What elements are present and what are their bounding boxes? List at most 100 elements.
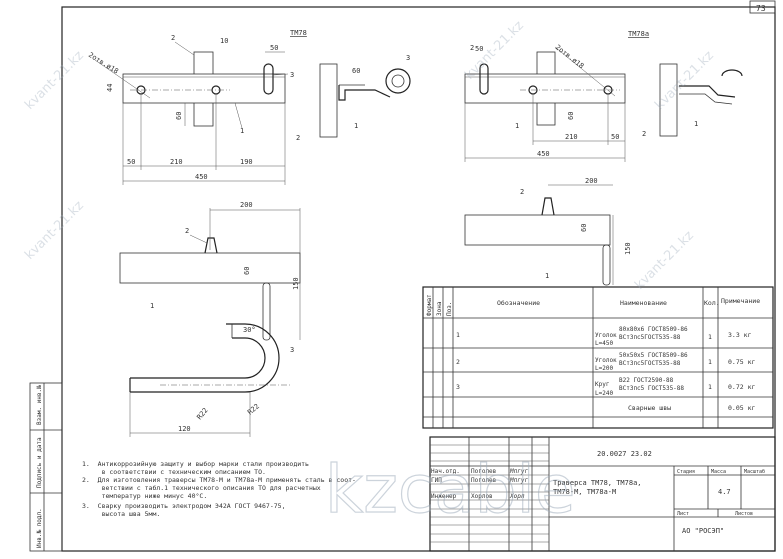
th-note: Примечание	[721, 297, 760, 305]
table-row: 3 Круг В22 ГОСТ2590-88 ВСт3пс5 ГОСТ535-8…	[456, 377, 755, 397]
hook-r22-a: R22	[195, 406, 209, 421]
row-qty: 1	[708, 383, 712, 391]
sheet-frame	[61, 6, 776, 552]
tm78a-plan-view: 200 150 60 2 1	[464, 177, 632, 286]
mass-label: Масса	[711, 469, 726, 475]
side-pos-2: 2	[296, 134, 300, 142]
hook-pos3	[263, 63, 274, 95]
plan-dim-60: 60	[243, 267, 251, 275]
row-name-top: 80х80х6 ГОСТ8509-86	[619, 326, 688, 333]
aplan-dim-150: 150	[624, 242, 632, 255]
watermark-site: kvant-21.kz	[22, 198, 87, 263]
dim-210: 210	[170, 158, 183, 166]
person-role: ГИП	[431, 477, 442, 484]
row-name-top: Сварные швы	[628, 404, 671, 412]
row-name-top: В22 ГОСТ2590-88	[619, 377, 674, 384]
holes-label-a: 2отв.ø18	[554, 43, 585, 70]
tm78-front-view: ТМ78 2отв.ø18 2 10 50 3 44 60 1 50 210 1…	[87, 29, 307, 185]
side-dim-60: 60	[352, 67, 360, 75]
row-note: 3.3 кг	[728, 331, 752, 339]
holes-label: 2отв.ø18	[87, 51, 120, 76]
watermark-site: kvant-21.kz	[632, 228, 697, 293]
a-side-pos-2: 2	[642, 130, 646, 138]
note-line: температур ниже минус 40°С.	[82, 492, 207, 500]
person-role: Нач.отд.	[431, 468, 460, 475]
row-note: 0.05 кг	[728, 404, 755, 412]
row-length: L=450	[595, 340, 613, 347]
th-zone: Зона	[436, 301, 443, 316]
a-pos-2: 2	[470, 44, 474, 52]
note-line: 3. Сварку производить электродом Э42А ГО…	[82, 502, 286, 510]
table-row: 1 Уголок 80х80х6 ГОСТ8509-86 ВСт3пс5ГОСТ…	[456, 326, 752, 347]
side-stamp-inv-sub: Взам. инв.№	[36, 385, 43, 425]
th-name: Наименование	[620, 299, 667, 307]
dim-60: 60	[175, 112, 183, 120]
side-stamp-inv-orig: Инв.№ подл.	[36, 508, 43, 548]
tm78-side-view: 60 2 1 3	[296, 54, 411, 142]
row-qty: 1	[708, 333, 712, 341]
a-dim-210: 210	[565, 133, 578, 141]
note-line: 1. Антикоррозийную защиту и выбор марки …	[82, 460, 309, 468]
row-length: L=240	[595, 390, 613, 397]
row-name-bottom: ВСт3пс5ГОСТ535-88	[619, 334, 681, 341]
drawing-code: 20.0027 23.02	[597, 450, 652, 458]
side-pos-1: 1	[354, 122, 358, 130]
plan-pos-1: 1	[150, 302, 154, 310]
a-dim-50b: 50	[611, 133, 619, 141]
a-dim-450: 450	[537, 150, 550, 158]
note-line: высота шва 5мм.	[82, 510, 160, 518]
row-length: L=200	[595, 365, 613, 372]
dim-10: 10	[220, 37, 228, 45]
title-block: 20.0027 23.02 Нач.отд. Поголев Мпгуг ГИП…	[429, 436, 776, 552]
hook-detail-view: 30° 3 R22 R22 120	[129, 323, 294, 437]
hook-dim-120: 120	[178, 425, 191, 433]
specification-table: Формат Зона Поз. Обозначение Наименовани…	[422, 286, 774, 429]
a-dim-60: 60	[567, 112, 575, 120]
aplan-dim-200: 200	[585, 177, 598, 185]
th-designation: Обозначение	[497, 299, 540, 307]
note-line: в соответствии с техническим описанием Т…	[82, 468, 266, 476]
row-pos: 3	[456, 383, 460, 391]
plan-dim-150: 150	[292, 277, 300, 290]
pos-2-label: 2	[171, 34, 175, 42]
scale-label: Масштаб	[744, 468, 765, 475]
plan-dim-200: 200	[240, 201, 253, 209]
row-pos: 2	[456, 358, 460, 366]
pos-3-label: 3	[290, 71, 294, 79]
tm78a-label: ТМ78а	[628, 30, 649, 38]
a-dim-50: 50	[475, 45, 483, 53]
hook-pos-3: 3	[290, 346, 294, 354]
a-side-pos-1: 1	[694, 120, 698, 128]
side-pos-3: 3	[406, 54, 410, 62]
aplan-pos-2: 2	[520, 188, 524, 196]
person-role: Инженер	[431, 493, 457, 500]
person-signature: Хорл	[509, 493, 525, 500]
note-line: ветствии с табл.1 технического описания …	[82, 484, 321, 492]
mass-value: 4.7	[718, 488, 731, 496]
dim-44: 44	[106, 84, 114, 92]
person-name: Хорлов	[471, 493, 493, 500]
row-note: 0.75 кг	[728, 358, 755, 366]
sheets-label: Листов	[735, 511, 753, 517]
drawing-title-line1: Траверса ТМ78, ТМ78а,	[553, 479, 642, 487]
notes: 1. Антикоррозийную защиту и выбор марки …	[82, 460, 356, 518]
tm78-plan-view: 200 150 60 2 1	[119, 201, 301, 341]
tm78-label: ТМ78	[290, 29, 307, 37]
row-note: 0.72 кг	[728, 383, 755, 391]
note-line: 2. Для изготовления траверсы ТМ78-М и ТМ…	[82, 476, 356, 484]
angle-pos1	[122, 73, 286, 104]
row-name-prefix: Уголок	[595, 357, 617, 364]
row-name-top: 50х50х5 ГОСТ8509-86	[619, 352, 688, 359]
tm78a-side-view: 2 1	[642, 63, 743, 138]
aplan-dim-60: 60	[580, 224, 588, 232]
row-name-bottom: ВСт3пс5 ГОСТ535-88	[619, 385, 684, 392]
side-stamp-sign-date: Подпись и дата	[36, 437, 43, 488]
organization: АО "РОСЭП"	[682, 527, 724, 535]
row-pos: 1	[456, 331, 460, 339]
table-row: 2 Уголок 50х50х5 ГОСТ8509-86 ВСт3пс5ГОСТ…	[456, 352, 755, 372]
row-name-bottom: ВСт3пс5ГОСТ535-88	[619, 360, 681, 367]
row-qty: 1	[708, 358, 712, 366]
dim-50-hook: 50	[270, 44, 278, 52]
hook-r22-b: R22	[246, 402, 261, 416]
dim-50: 50	[127, 158, 135, 166]
